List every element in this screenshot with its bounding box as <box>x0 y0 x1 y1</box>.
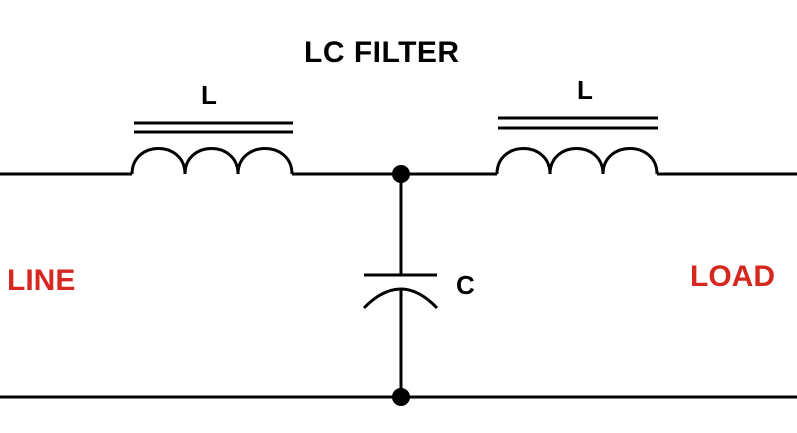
capacitor-plate-curved <box>362 287 439 310</box>
diagram-title: LC FILTER <box>304 36 460 69</box>
line-label: LINE <box>7 264 76 297</box>
left-inductor-coil <box>130 147 294 175</box>
right-inductor-label: L <box>577 75 593 105</box>
right-inductor-coil <box>495 147 659 175</box>
load-label: LOAD <box>690 260 775 293</box>
bottom-junction-dot <box>392 388 410 406</box>
left-inductor-label: L <box>201 80 217 110</box>
top-junction-dot <box>392 165 410 183</box>
capacitor-label: C <box>456 270 475 300</box>
